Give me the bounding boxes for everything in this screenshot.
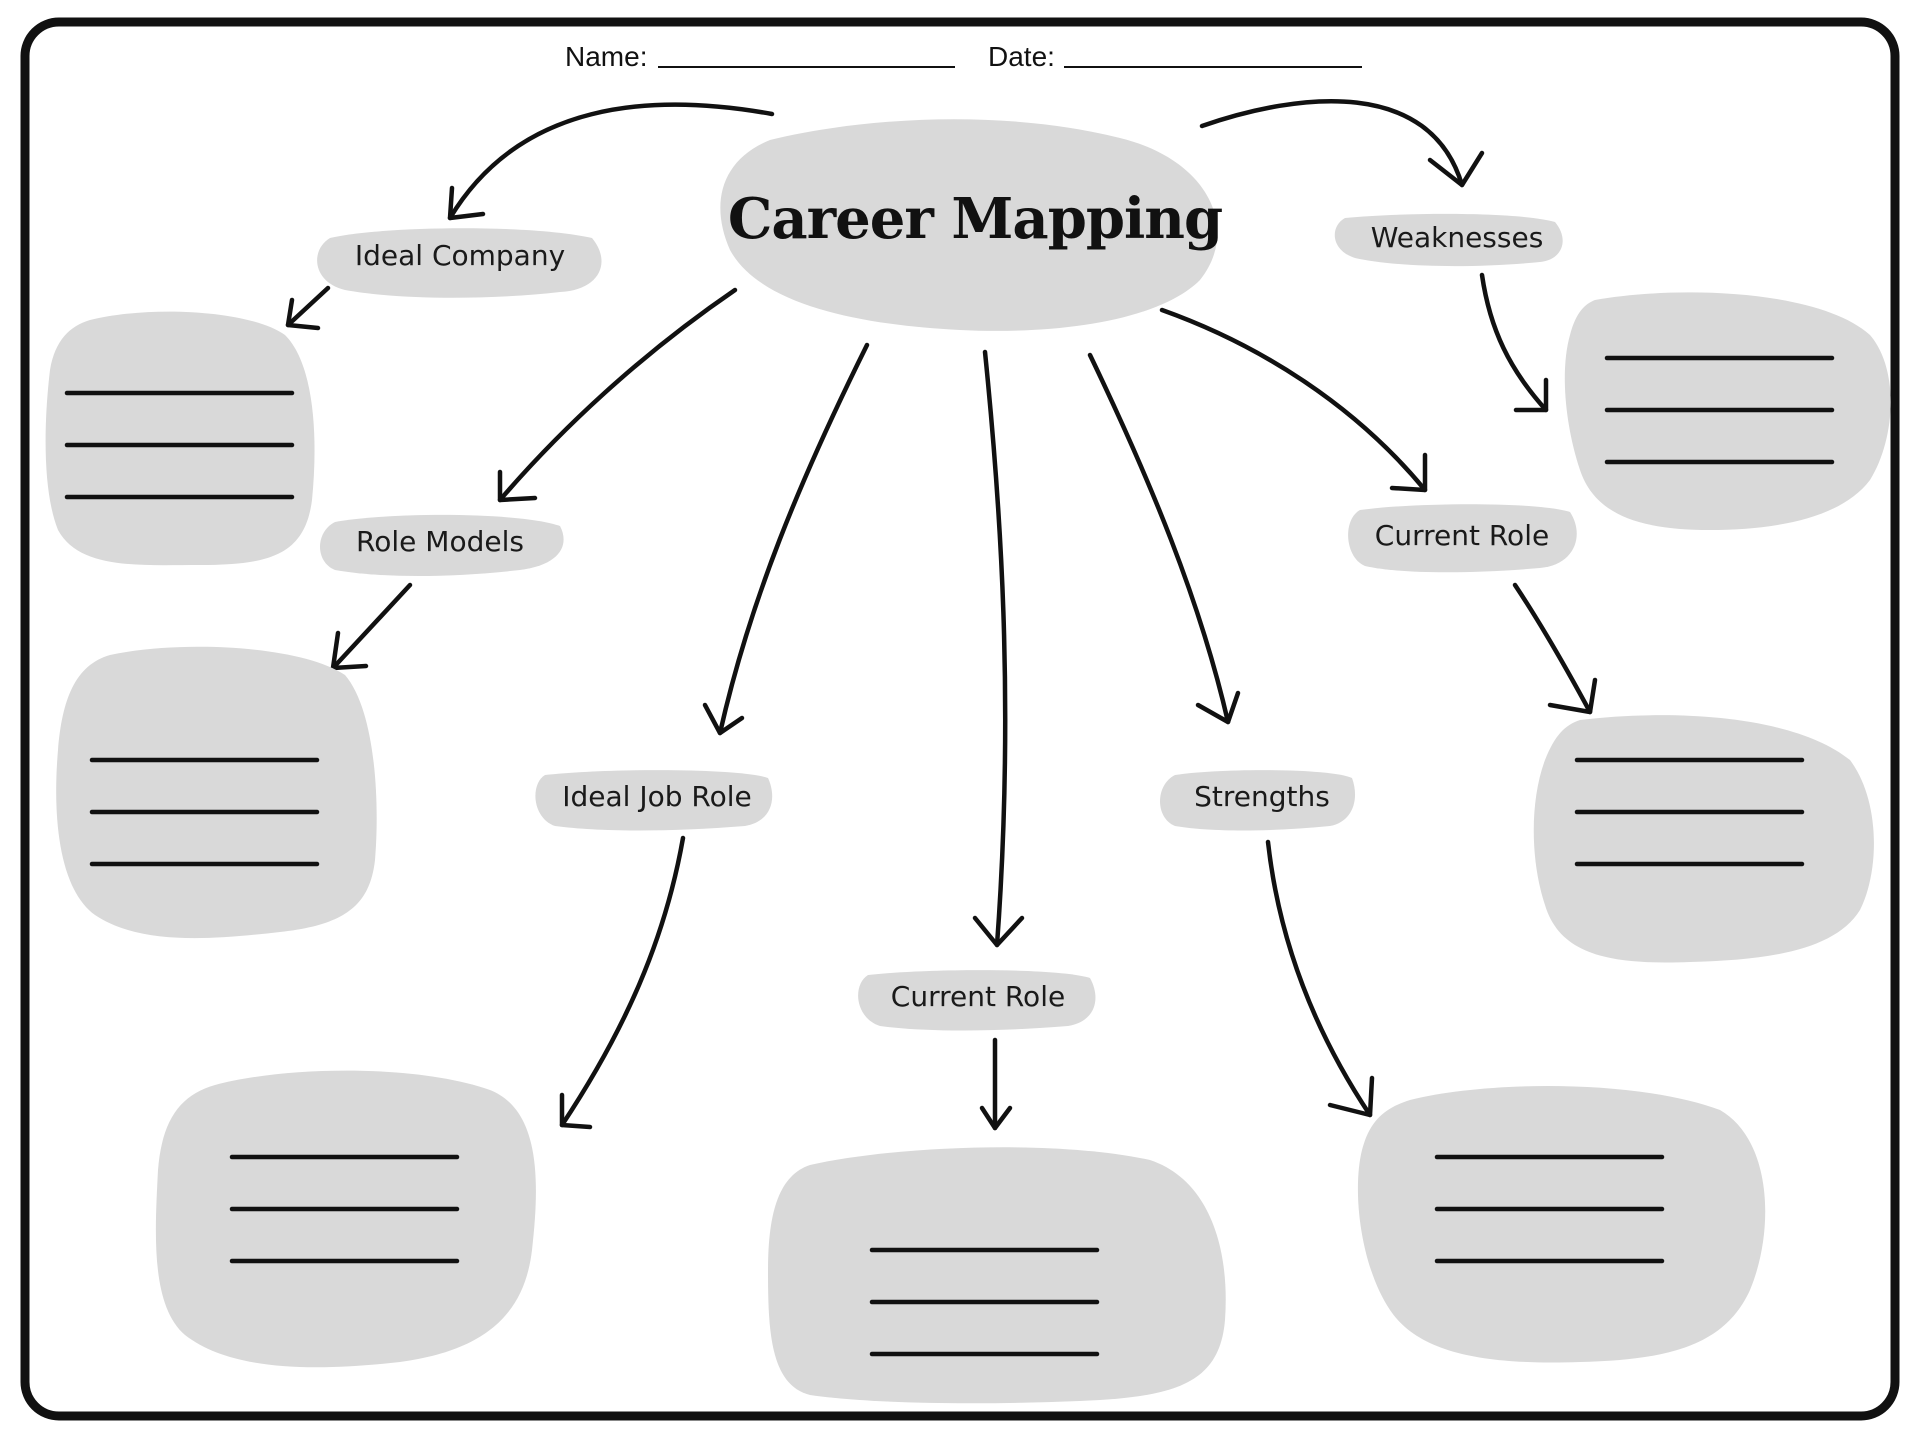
- title-node: Career Mapping: [720, 119, 1223, 331]
- arrowhead-ideal-company-box: [285, 297, 321, 331]
- arrowhead-role-models-box: [330, 630, 369, 671]
- arrowhead-current-role-right: [1389, 452, 1428, 493]
- node-ideal-job-role: Ideal Job Role: [535, 770, 773, 831]
- box-current-role-right: [1533, 715, 1874, 963]
- blob-ideal-job-role: [155, 1070, 536, 1368]
- name-label: Name:: [565, 41, 647, 72]
- pill-ideal-job-role: [535, 770, 773, 831]
- connector-arrows: [285, 98, 1598, 1131]
- arrow-weaknesses-to-box: [1479, 272, 1549, 413]
- arrowhead-ideal-job-role: [702, 702, 745, 736]
- arrowhead-current-role-box: [1547, 677, 1598, 715]
- label-ideal-company: Ideal Company: [355, 239, 565, 272]
- title-blob: [720, 119, 1218, 331]
- arrow-strengths-to-box: [1265, 839, 1373, 1118]
- label-weaknesses: Weaknesses: [1371, 221, 1544, 254]
- arrowhead-current-role-center-box: [979, 1105, 1013, 1131]
- label-current-role-right: Current Role: [1375, 519, 1549, 552]
- pill-current-role-center: [858, 970, 1096, 1031]
- arrow-to-strengths: [1087, 352, 1231, 725]
- arrowhead-strengths-box: [1327, 1075, 1375, 1118]
- arrowhead-ideal-job-role-box: [559, 1092, 593, 1130]
- arrow-current-role-to-box: [1512, 582, 1593, 715]
- blob-current-role-right: [1533, 715, 1874, 963]
- arrow-ideal-job-role-to-box: [559, 835, 686, 1128]
- blob-current-role-center: [768, 1147, 1226, 1404]
- pill-ideal-company: [317, 228, 602, 298]
- label-current-role-center: Current Role: [891, 980, 1065, 1013]
- arrow-to-current-role-right: [1159, 307, 1428, 493]
- box-weaknesses: [1564, 292, 1891, 530]
- box-role-models: [56, 646, 377, 939]
- pill-weaknesses: [1334, 213, 1563, 267]
- node-weaknesses: Weaknesses: [1334, 213, 1563, 267]
- date-label: Date:: [988, 41, 1055, 72]
- pill-role-models: [320, 514, 564, 576]
- label-strengths: Strengths: [1194, 780, 1330, 813]
- node-role-models: Role Models: [320, 514, 564, 576]
- arrowhead-weaknesses-box: [1513, 377, 1549, 413]
- arrowhead-weaknesses: [1427, 150, 1485, 188]
- blob-ideal-company: [45, 311, 315, 566]
- arrow-to-ideal-company: [447, 102, 775, 221]
- header: Name: Date:: [565, 41, 1362, 72]
- blob-strengths: [1357, 1086, 1766, 1363]
- box-ideal-company: [45, 311, 315, 566]
- arrow-to-role-models: [497, 287, 738, 503]
- box-strengths: [1357, 1086, 1766, 1363]
- box-ideal-job-role: [155, 1070, 536, 1368]
- arrowhead-strengths: [1195, 690, 1241, 725]
- page-border: [20, 17, 1900, 1421]
- arrow-ideal-company-to-box: [285, 285, 331, 328]
- pill-current-role-right: [1348, 504, 1577, 573]
- node-ideal-company: Ideal Company: [317, 228, 602, 298]
- node-current-role-right: Current Role: [1348, 504, 1577, 573]
- label-ideal-job-role: Ideal Job Role: [562, 780, 752, 813]
- box-current-role-center: [768, 1147, 1226, 1404]
- node-strengths: Strengths: [1160, 770, 1356, 831]
- arrowhead-ideal-company: [447, 185, 486, 221]
- pill-strengths: [1160, 770, 1356, 831]
- label-role-models: Role Models: [356, 525, 524, 558]
- arrowhead-current-role-center: [972, 915, 1025, 948]
- page-title: Career Mapping: [728, 186, 1222, 252]
- arrowhead-role-models: [497, 469, 538, 503]
- arrow-to-current-role-center: [982, 349, 1008, 948]
- node-current-role-center: Current Role: [858, 970, 1096, 1031]
- blob-role-models: [56, 646, 377, 939]
- arrow-to-ideal-job-role: [717, 342, 870, 736]
- arrow-role-models-to-box: [330, 582, 413, 671]
- arrow-to-weaknesses: [1199, 98, 1465, 188]
